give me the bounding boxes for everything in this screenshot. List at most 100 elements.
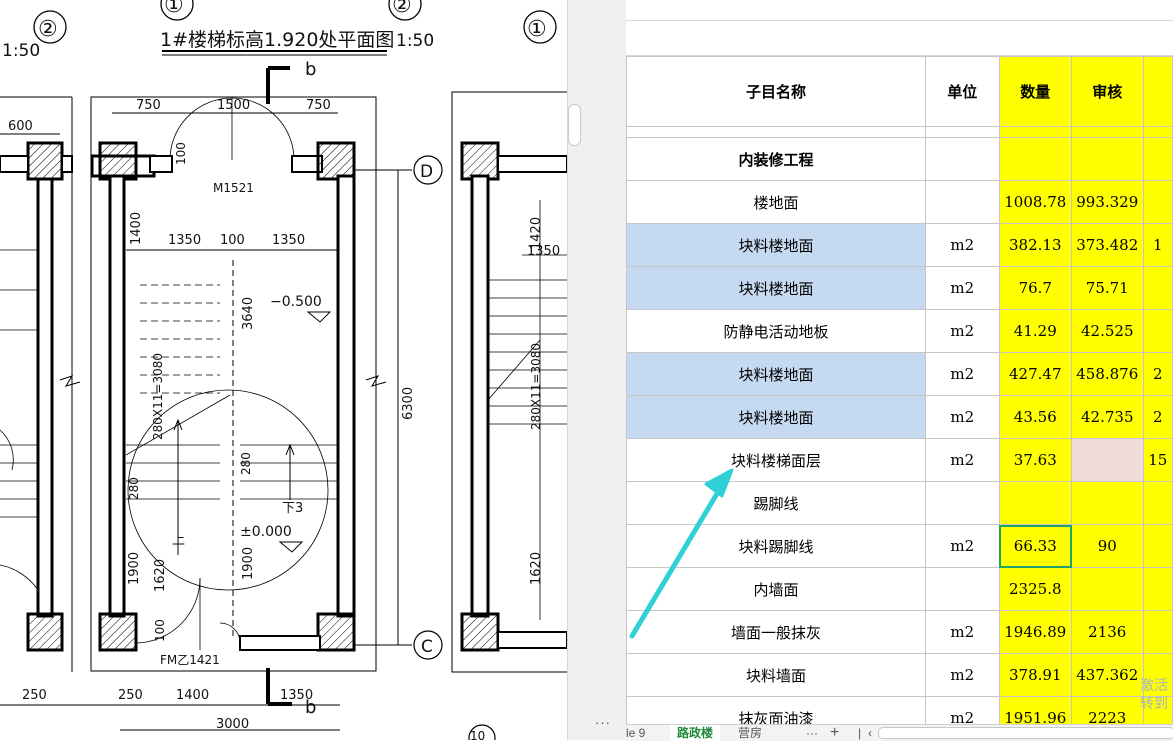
cell-audit[interactable]: 2136 bbox=[1071, 610, 1144, 654]
cell-quantity[interactable]: 1008.78 bbox=[998, 180, 1073, 224]
cell-item-name[interactable]: 块料墙面 bbox=[626, 653, 926, 697]
cell-unit[interactable] bbox=[924, 180, 1000, 224]
cell-extra[interactable] bbox=[1142, 180, 1173, 224]
cell-item-name[interactable]: 块料楼地面 bbox=[626, 395, 926, 439]
cell-unit[interactable]: m2 bbox=[924, 352, 1000, 396]
cell-audit[interactable] bbox=[1071, 438, 1144, 482]
grid-mark-10: 10 bbox=[470, 729, 485, 740]
sheet-tab-3[interactable]: 营房 bbox=[738, 726, 763, 740]
tab-nav-left-icon[interactable]: ‹ bbox=[868, 726, 872, 740]
cell-audit[interactable] bbox=[1071, 137, 1144, 181]
cell-extra[interactable] bbox=[1142, 653, 1173, 697]
col-header-extra[interactable] bbox=[1142, 56, 1173, 127]
cell-unit[interactable] bbox=[924, 137, 1000, 181]
cell-extra[interactable] bbox=[1142, 266, 1173, 310]
cell-quantity[interactable]: 2325.8 bbox=[998, 567, 1073, 611]
cell-item-name[interactable]: 楼地面 bbox=[626, 180, 926, 224]
cell-extra[interactable] bbox=[1142, 309, 1173, 353]
svg-text:280: 280 bbox=[239, 452, 253, 475]
svg-text:280: 280 bbox=[127, 477, 141, 500]
cell-audit[interactable]: 458.876 bbox=[1071, 352, 1144, 396]
cell-unit[interactable]: m2 bbox=[924, 309, 1000, 353]
cell-unit[interactable] bbox=[924, 567, 1000, 611]
cell-quantity[interactable]: 43.56 bbox=[998, 395, 1073, 439]
cell-audit[interactable] bbox=[1071, 481, 1144, 525]
svg-text:−0.500: −0.500 bbox=[270, 294, 322, 310]
svg-text:100: 100 bbox=[220, 233, 245, 248]
col-header-name[interactable]: 子目名称 bbox=[626, 56, 926, 127]
cell-item-name[interactable]: 踢脚线 bbox=[626, 481, 926, 525]
cell-item-name[interactable]: 块料踢脚线 bbox=[626, 524, 926, 568]
cell-audit[interactable]: 373.482 bbox=[1071, 223, 1144, 267]
cell-item-name[interactable]: 防静电活动地板 bbox=[626, 309, 926, 353]
watermark-line-1: 激活 bbox=[1140, 677, 1168, 693]
col-header-qty[interactable]: 数量 bbox=[998, 56, 1073, 127]
cell-item-name[interactable]: 块料楼地面 bbox=[626, 266, 926, 310]
cell-audit[interactable]: 75.71 bbox=[1071, 266, 1144, 310]
cell-unit[interactable]: m2 bbox=[924, 653, 1000, 697]
sheet-top-strip bbox=[626, 0, 1173, 21]
sheet-tab-1[interactable]: le 9 bbox=[626, 726, 646, 740]
cell-item-name[interactable]: 内墙面 bbox=[626, 567, 926, 611]
cell-unit[interactable]: m2 bbox=[924, 438, 1000, 482]
cell-quantity[interactable] bbox=[998, 137, 1073, 181]
cell-audit[interactable]: 437.362 bbox=[1071, 653, 1144, 697]
more-tabs-icon[interactable]: ··· bbox=[806, 726, 818, 740]
cell-unit[interactable] bbox=[924, 481, 1000, 525]
cell-audit[interactable]: 2223 bbox=[1071, 696, 1144, 724]
cell-extra[interactable] bbox=[1142, 696, 1173, 724]
horizontal-scrollbar[interactable] bbox=[878, 727, 1173, 739]
cell-extra[interactable]: 2 bbox=[1142, 352, 1173, 396]
cell-quantity[interactable]: 382.13 bbox=[998, 223, 1073, 267]
cell-extra[interactable] bbox=[1142, 481, 1173, 525]
cell-audit[interactable]: 42.525 bbox=[1071, 309, 1144, 353]
cell-extra[interactable]: 1 bbox=[1142, 223, 1173, 267]
cell-unit[interactable]: m2 bbox=[924, 524, 1000, 568]
cell-quantity[interactable]: 37.63 bbox=[998, 438, 1073, 482]
sheet-tab-2[interactable]: 路政楼 bbox=[670, 725, 720, 741]
add-sheet-icon[interactable]: + bbox=[830, 724, 840, 741]
axis-mark-2: ② bbox=[392, 0, 412, 18]
cell-audit[interactable]: 42.735 bbox=[1071, 395, 1144, 439]
cell-quantity[interactable]: 378.91 bbox=[998, 653, 1073, 697]
cell-audit[interactable]: 993.329 bbox=[1071, 180, 1144, 224]
cell-quantity[interactable] bbox=[998, 481, 1073, 525]
cad-drawing-pane[interactable]: ② ① ② ① 1:50 1#楼梯标高1.920处平面图 1:50 b b 75… bbox=[0, 0, 567, 740]
cell-extra[interactable] bbox=[1142, 137, 1173, 181]
cell-quantity[interactable]: 1951.96 bbox=[998, 696, 1073, 724]
door-label-fm1421: FM乙1421 bbox=[160, 653, 220, 667]
cell-quantity[interactable]: 1946.89 bbox=[998, 610, 1073, 654]
cell-extra[interactable] bbox=[1142, 567, 1173, 611]
cell-audit[interactable] bbox=[1071, 567, 1144, 611]
cell-item-name[interactable]: 墙面一般抹灰 bbox=[626, 610, 926, 654]
cell-item-name[interactable]: 抹灰面油漆 bbox=[626, 696, 926, 724]
cell-item-name[interactable]: 块料楼地面 bbox=[626, 223, 926, 267]
more-options-icon[interactable]: ··· bbox=[595, 715, 611, 730]
cell-audit[interactable]: 90 bbox=[1071, 524, 1144, 568]
cell-unit[interactable]: m2 bbox=[924, 395, 1000, 439]
vertical-scrollbar-thumb[interactable] bbox=[568, 104, 581, 146]
cell-extra[interactable] bbox=[1142, 610, 1173, 654]
cell-item-name[interactable]: 内装修工程 bbox=[626, 137, 926, 181]
cell-unit[interactable]: m2 bbox=[924, 610, 1000, 654]
cell-item-name[interactable]: 块料楼地面 bbox=[626, 352, 926, 396]
cell-extra[interactable]: 2 bbox=[1142, 395, 1173, 439]
cell-unit[interactable]: m2 bbox=[924, 696, 1000, 724]
col-header-unit[interactable]: 单位 bbox=[924, 56, 1000, 127]
cell-extra[interactable] bbox=[1142, 524, 1173, 568]
cell-quantity[interactable]: 41.29 bbox=[998, 309, 1073, 353]
cell-quantity[interactable]: 66.33 bbox=[998, 524, 1073, 568]
cell-item-name[interactable]: 块料楼梯面层 bbox=[626, 438, 926, 482]
cell-extra[interactable]: 15 bbox=[1142, 438, 1173, 482]
plan-title: 1#楼梯标高1.920处平面图 bbox=[160, 29, 394, 51]
spacer-cell bbox=[1142, 126, 1173, 138]
cell-unit[interactable]: m2 bbox=[924, 223, 1000, 267]
cell-unit[interactable]: m2 bbox=[924, 266, 1000, 310]
svg-text:6300: 6300 bbox=[401, 387, 416, 420]
cell-quantity[interactable]: 76.7 bbox=[998, 266, 1073, 310]
cell-quantity[interactable]: 427.47 bbox=[998, 352, 1073, 396]
col-header-audit[interactable]: 审核 bbox=[1071, 56, 1144, 127]
